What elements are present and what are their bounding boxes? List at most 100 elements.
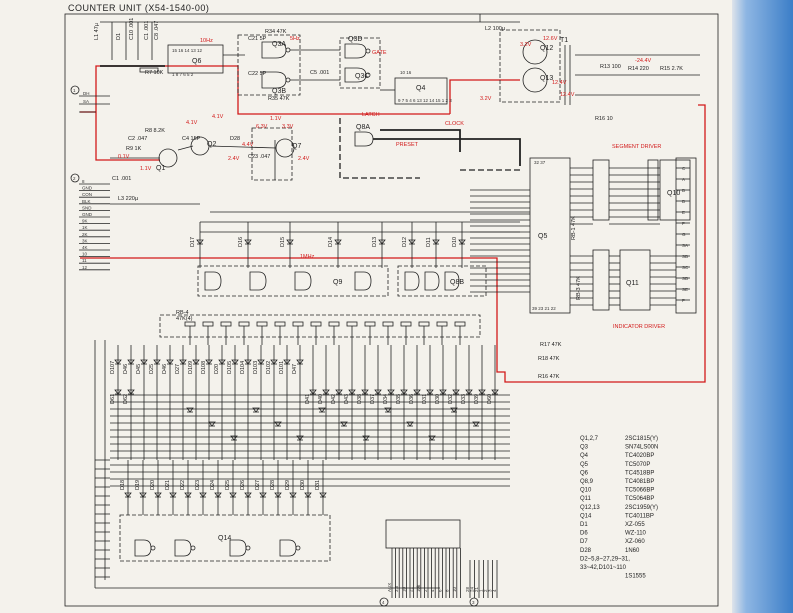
svg-text:R18 47K: R18 47K bbox=[538, 356, 560, 362]
parts-list-ref: Q12,13 bbox=[580, 505, 600, 511]
bottom-diode-label: D19 bbox=[135, 480, 141, 490]
bottom-diode-label: D31 bbox=[315, 480, 321, 490]
connector-1-id: 1 bbox=[73, 88, 76, 93]
display-pin-label: C bbox=[682, 166, 686, 171]
diode-label: D15 bbox=[280, 237, 286, 247]
parts-list-ref: Q8,9 bbox=[580, 479, 594, 485]
conn2-pin-label: 3K bbox=[82, 238, 88, 243]
conn4-pin-label: 2 bbox=[423, 589, 428, 592]
bottom-diode-label: D27 bbox=[255, 480, 261, 490]
label-5hz: 5Hz bbox=[290, 36, 300, 42]
conn3-pin-label: 28 bbox=[465, 586, 470, 592]
label-gate: GATE bbox=[372, 50, 387, 56]
bottom-diode-label: D28 bbox=[270, 480, 276, 490]
svg-text:L1 47µ: L1 47µ bbox=[94, 22, 100, 40]
voltage-label: 4.4V bbox=[242, 142, 254, 148]
ic-q9-label: Q9 bbox=[333, 279, 342, 286]
matrix-diode-label: D47 bbox=[292, 364, 298, 374]
voltage-label: 3.2V bbox=[520, 42, 532, 48]
conn3-pin-label: 4 bbox=[492, 589, 497, 592]
svg-text:R8 8.2K: R8 8.2K bbox=[145, 128, 165, 134]
ic-q14-label: Q14 bbox=[218, 535, 231, 542]
conn4-pin-label: 8 bbox=[445, 589, 450, 592]
ic-q3c-label: Q3C bbox=[355, 73, 369, 80]
matrix-diode-label: D104 bbox=[240, 361, 246, 374]
label-latch: LATCH bbox=[362, 112, 380, 118]
bottom-diode-label: D26 bbox=[240, 480, 246, 490]
matrix-diode-label: D41 bbox=[305, 394, 311, 404]
connector-4-id: 4 bbox=[382, 600, 385, 605]
bottom-diode-label: D25 bbox=[225, 480, 231, 490]
parts-list-part: TC5064BP bbox=[625, 496, 654, 502]
matrix-diode-label: D105 bbox=[227, 361, 233, 374]
conn2-pin-label: BLK bbox=[82, 199, 91, 204]
conn3-pin-label: 2 bbox=[483, 589, 488, 592]
parts-list-part: TC4081BP bbox=[625, 479, 654, 485]
ic-q3d-label: Q3D bbox=[348, 36, 362, 43]
matrix-diode-label: D62 bbox=[123, 394, 129, 404]
voltage-label: 1.1V bbox=[270, 116, 282, 122]
ic-q5-label: Q5 bbox=[538, 233, 547, 240]
conn2-pin-label: CON bbox=[82, 192, 92, 197]
parts-list-ref: Q11 bbox=[580, 496, 592, 502]
parts-list-part: TC5066BP bbox=[625, 488, 654, 494]
matrix-diode-label: D25 bbox=[149, 364, 155, 374]
conn2-pin-label: 11 bbox=[82, 258, 87, 263]
resistor-array-rb4: RB-4 47K(4) bbox=[159, 310, 481, 345]
label-preset: PRESET bbox=[396, 142, 419, 148]
ic-q3b-label: Q3B bbox=[272, 88, 286, 95]
parts-list-part: SN74LS00N bbox=[625, 445, 658, 451]
conn4-pin-label: 10 bbox=[401, 586, 406, 592]
parts-list-part: WZ-110 bbox=[625, 531, 647, 537]
voltage-label: 2.4V bbox=[298, 156, 310, 162]
ic-q1-label: Q1 bbox=[156, 165, 165, 172]
svg-text:D28: D28 bbox=[230, 136, 240, 142]
matrix-diode-label: D45 bbox=[136, 364, 142, 374]
svg-text:C4 15P: C4 15P bbox=[182, 136, 201, 142]
display-pin-label: G bbox=[682, 232, 686, 237]
svg-text:R14 220: R14 220 bbox=[628, 66, 649, 72]
diode-label: D14 bbox=[328, 237, 334, 247]
svg-text:R15 2.7K: R15 2.7K bbox=[660, 66, 683, 72]
parts-list-ref: Q5 bbox=[580, 462, 589, 468]
svg-text:C1 .001: C1 .001 bbox=[112, 176, 131, 182]
svg-text:C1 .001: C1 .001 bbox=[144, 21, 150, 40]
svg-text:R17 47K: R17 47K bbox=[540, 342, 562, 348]
parts-list-ref: Q1,2,7 bbox=[580, 436, 599, 442]
conn2-pin-label: GND bbox=[82, 186, 93, 191]
matrix-diode-label: D101 bbox=[279, 361, 285, 374]
parts-list-ref: D6 bbox=[580, 531, 588, 537]
display-pin-label: SE bbox=[682, 287, 688, 292]
svg-text:1 8 7 6 5 2: 1 8 7 6 5 2 bbox=[172, 72, 194, 77]
matrix-diode-label: D34 bbox=[383, 394, 389, 404]
input-stage: Q1 Q2 Q7 C2 .047 R9 1K R8 8.2K C4 15P D2… bbox=[110, 127, 301, 205]
svg-text:RB-1 47K: RB-1 47K bbox=[571, 216, 577, 240]
sheet-frame-edge bbox=[732, 0, 793, 613]
ic-q4: Q4 10 16 9 7 5 4 6 13 12 14 15 1 2 3 bbox=[380, 70, 452, 105]
matrix-diode-label: D61 bbox=[110, 394, 116, 404]
ic-q6: Q6 15 16 14 13 12 1 8 7 6 5 2 10Hz bbox=[167, 38, 245, 77]
ic-q11: Q11 INDICATOR DRIVER bbox=[613, 249, 665, 330]
label-clock: CLOCK bbox=[445, 121, 464, 127]
conn2-pin-label: SND bbox=[82, 205, 92, 210]
ic-q7-label: Q7 bbox=[292, 143, 301, 150]
parts-list-part: TC4518BP bbox=[625, 470, 654, 476]
ic-q3d: Q3D bbox=[344, 36, 371, 59]
driver-resistor-arrays: RB-1 47K RB-3 47K bbox=[571, 159, 659, 311]
matrix-diode-label: D30 bbox=[435, 394, 441, 404]
svg-text:C22 5P: C22 5P bbox=[248, 71, 267, 77]
ic-q8b: Q8B bbox=[397, 265, 487, 297]
conn4-pin-label: 4 bbox=[430, 589, 435, 592]
svg-text:10 16: 10 16 bbox=[400, 70, 412, 75]
bottom-diode-label: D20 bbox=[150, 480, 156, 490]
svg-text:C8 .047: C8 .047 bbox=[154, 21, 160, 40]
svg-text:R9 1K: R9 1K bbox=[126, 146, 142, 152]
matrix-diode-label: D20 bbox=[214, 364, 220, 374]
ic-q9: Q9 bbox=[197, 265, 389, 297]
matrix-diode-label: D109 bbox=[188, 361, 194, 374]
label-1mhz: 1MHz bbox=[300, 254, 315, 260]
parts-list-ref: D2~5,8~27,29~31, bbox=[580, 556, 630, 562]
diode-label: D13 bbox=[372, 237, 378, 247]
